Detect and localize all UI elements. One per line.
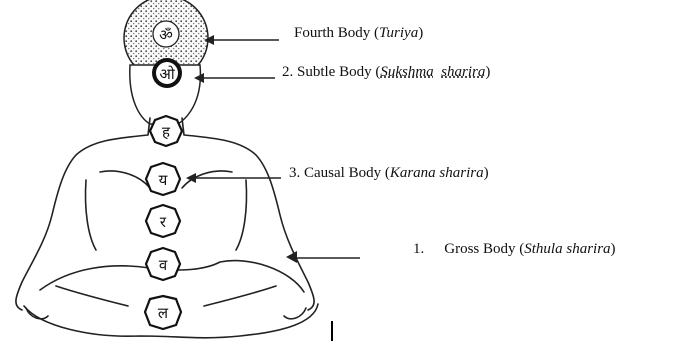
chakra-glyph-anahata: य [159,171,168,189]
subtle-body-term-part2: sharira [441,64,485,80]
chakra-glyph-manipura: र [160,213,167,231]
subtle-body-term-part1: Sukshma [380,64,433,80]
chakra-glyph-svadhisthana: व [159,256,168,274]
label-gross-body: 1.Gross Body (Sthula sharira) [413,240,616,258]
gross-body-term: Sthula sharira [524,241,610,257]
chakra-glyph-ajna: ओ [159,65,175,83]
label-causal-body: 3. Causal Body (Karana sharira) [289,164,489,182]
subtle-body-prefix: 2. Subtle Body [282,64,372,80]
gross-body-number: 1. [413,241,424,257]
chakra-glyph-muladhara: ल [158,304,169,322]
label-fourth-body: Fourth Body (Turiya) [294,24,423,42]
chakra-glyph-vishuddha: ह [162,123,171,141]
fourth-body-name: Fourth Body [294,25,370,41]
label-subtle-body: 2. Subtle Body (Sukshma sharira) [282,63,490,81]
text-cursor [331,321,333,341]
gross-body-name: Gross Body [444,241,515,257]
fourth-body-term: Turiya [379,25,418,41]
chakra-glyph-crown: ॐ [159,26,173,44]
causal-body-prefix: 3. Causal Body [289,165,381,181]
causal-body-term: Karana sharira [390,165,484,181]
